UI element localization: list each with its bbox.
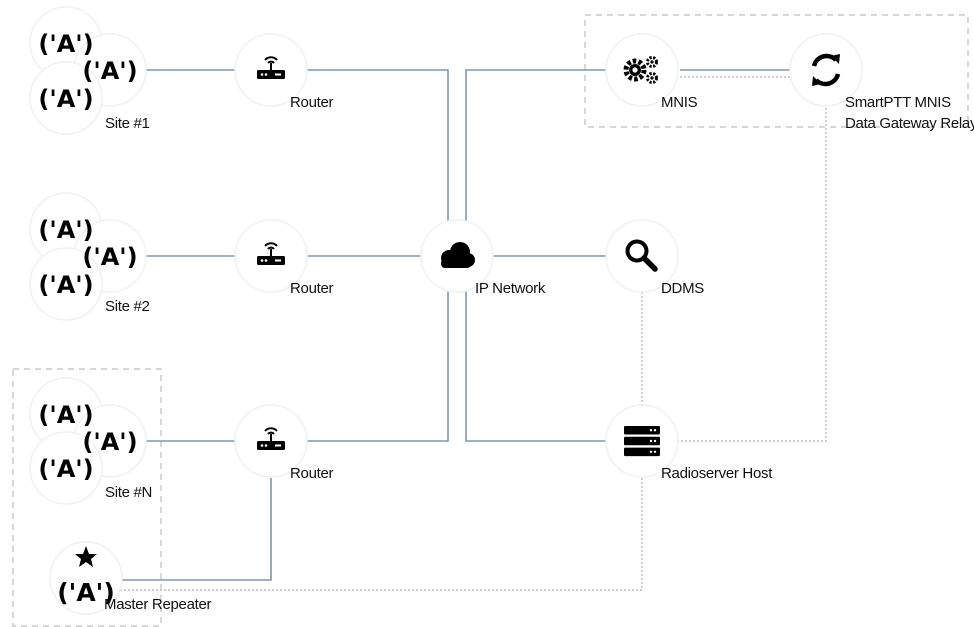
cloud-icon: [441, 242, 475, 268]
link-ip-network-radioserver: [465, 290, 612, 442]
router-icon: [257, 242, 285, 265]
star-icon: [75, 546, 97, 567]
radio-site-icon: ('A'): [82, 243, 137, 271]
server-icon: [624, 426, 660, 457]
router-icon: [257, 56, 285, 79]
dotted-radioserver-master-repeater: [120, 478, 643, 591]
mnis-group-box: [584, 14, 969, 128]
radioserver-host-node[interactable]: Radioserver Host: [605, 404, 774, 482]
router-icon: [257, 427, 285, 450]
router-2-label: Router: [290, 280, 334, 297]
master-repeater-node[interactable]: ('A') Master Repeater: [49, 541, 212, 615]
router-3-label: Router: [290, 465, 334, 482]
ip-network-node[interactable]: IP Network: [420, 219, 546, 297]
link-router3-master-repeater: [120, 478, 272, 581]
radio-site-icon: ('A'): [38, 455, 93, 483]
radio-site-icon: ('A'): [82, 428, 137, 456]
router-2-node[interactable]: Router: [234, 219, 334, 297]
router-3-node[interactable]: Router: [234, 404, 334, 482]
site-1-label: Site #1: [105, 115, 150, 132]
radio-site-icon: ('A'): [38, 85, 93, 113]
router-1-label: Router: [290, 94, 334, 111]
site-1-node[interactable]: ('A') ('A') ('A') Site #1: [29, 6, 150, 135]
connection-links: [120, 69, 795, 581]
mnis-node[interactable]: MNIS: [605, 33, 698, 111]
radioserver-host-label: Radioserver Host: [661, 465, 773, 482]
ddms-node[interactable]: DDMS: [605, 219, 705, 297]
mnis-label: MNIS: [661, 94, 698, 111]
gears-icon: [623, 56, 658, 84]
dotted-links: [120, 76, 827, 591]
master-repeater-label: Master Repeater: [104, 596, 212, 613]
radio-site-icon: ('A'): [38, 271, 93, 299]
radio-antenna-icon: ('A'): [57, 578, 115, 607]
radio-site-icon: ('A'): [38, 30, 93, 58]
radio-site-icon: ('A'): [38, 216, 93, 244]
radio-site-icon: ('A'): [38, 401, 93, 429]
gateway-relay-node[interactable]: SmartPTT MNIS Data Gateway Relay: [789, 33, 974, 132]
ip-network-label: IP Network: [475, 280, 546, 297]
ddms-label: DDMS: [661, 280, 704, 297]
radio-site-icon: ('A'): [82, 57, 137, 85]
router-1-node[interactable]: Router: [234, 33, 334, 111]
link-router3-ip-network: [305, 290, 449, 442]
search-icon: [625, 239, 658, 272]
site-2-node[interactable]: ('A') ('A') ('A') Site #2: [29, 192, 150, 321]
siteN-group-box: [12, 368, 162, 627]
site-n-label: Site #N: [105, 484, 152, 501]
dotted-gateway-relay-radioserver: [678, 108, 827, 442]
gateway-relay-label-line1: SmartPTT MNIS: [845, 94, 951, 111]
gateway-relay-label-line2: Data Gateway Relay: [845, 115, 974, 132]
sync-icon: [811, 53, 841, 87]
site-2-label: Site #2: [105, 298, 150, 315]
link-router1-ip-network: [305, 69, 449, 225]
link-ip-network-mnis: [465, 69, 612, 225]
site-n-node[interactable]: ('A') ('A') ('A') Site #N: [29, 377, 152, 505]
